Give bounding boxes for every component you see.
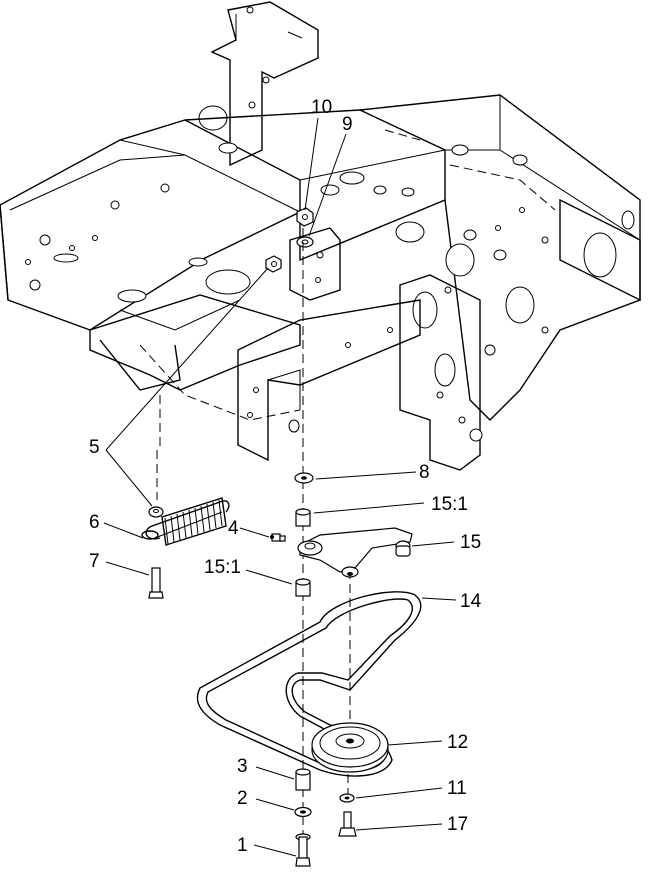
part-15-1-bushing-upper [295, 508, 311, 527]
part-15-idler-arm [297, 527, 413, 578]
callout-15: 15 [460, 532, 481, 553]
part-7-bolt [151, 567, 161, 595]
part-1-bolt [295, 833, 311, 867]
part-4-grease-fitting [270, 533, 286, 542]
part-14-belt [196, 591, 422, 777]
callout-2: 2 [237, 788, 248, 809]
callout-labels: 10 9 5 6 7 4 15:1 8 15:1 15 14 12 3 2 1 … [89, 97, 482, 856]
part-12-pulley [311, 722, 389, 773]
part-3-spacer [295, 768, 311, 791]
callout-11: 11 [447, 778, 467, 799]
callout-9: 9 [342, 114, 353, 135]
part-15-1-bushing-lower [295, 578, 311, 597]
part-17-bolt [338, 811, 357, 837]
small-parts [148, 472, 357, 867]
frame-assembly [0, 1, 641, 471]
callout-12: 12 [447, 732, 468, 753]
callout-15-1-lower: 15:1 [204, 557, 241, 578]
callout-17: 17 [447, 814, 468, 835]
callout-3: 3 [237, 756, 248, 777]
callout-5: 5 [89, 437, 100, 458]
callout-15-1-upper: 15:1 [431, 494, 468, 515]
callout-4: 4 [228, 518, 239, 539]
callout-14: 14 [460, 591, 482, 612]
callout-1: 1 [237, 835, 248, 856]
leader-lines [103, 117, 457, 857]
callout-7: 7 [89, 551, 100, 572]
callout-8: 8 [419, 462, 430, 483]
callout-10: 10 [311, 97, 332, 118]
frame-fasteners [265, 207, 314, 273]
part-6-spring [141, 497, 230, 546]
callout-6: 6 [89, 512, 100, 533]
